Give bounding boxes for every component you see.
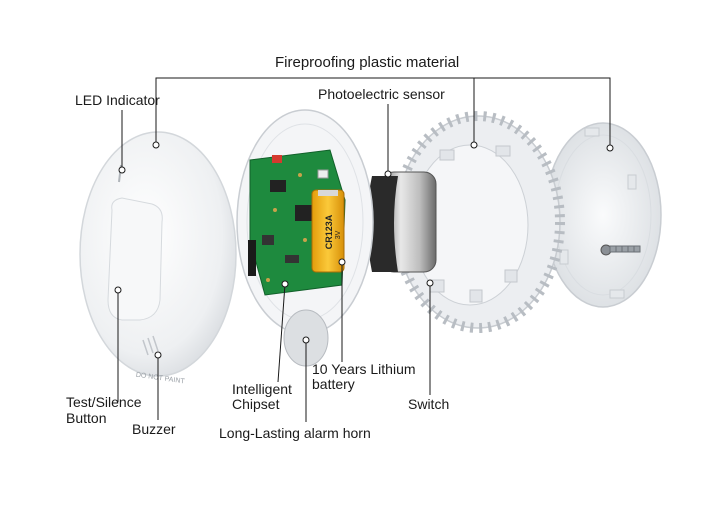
- label-photoelectric-sensor: Photoelectric sensor: [318, 86, 445, 102]
- label-10-years-lithium: 10 Years Lithium: [312, 361, 416, 377]
- label-chipset: Chipset: [232, 396, 280, 412]
- test-silence-button-shape: [107, 197, 163, 321]
- label-switch: Switch: [408, 396, 450, 412]
- mounting-screw: [600, 244, 641, 256]
- label-test-silence-button: Button: [66, 410, 107, 426]
- label-test-silence: Test/Silence: [66, 394, 142, 410]
- leader-dots: [114, 141, 614, 359]
- label-intelligent: Intelligent: [232, 381, 292, 397]
- leader-lines: [117, 77, 611, 422]
- photoelectric-sensor: [367, 171, 437, 273]
- chamber-cover: [391, 111, 565, 333]
- label-buzzer: Buzzer: [132, 421, 176, 437]
- lithium-battery: CR123A 3V: [311, 189, 345, 273]
- front-cover: DO NOT PAINT: [79, 131, 237, 385]
- label-led-indicator: LED Indicator: [75, 92, 160, 108]
- label-battery: battery: [312, 376, 355, 392]
- label-fireproofing: Fireproofing plastic material: [275, 54, 460, 71]
- label-alarm-horn: Long-Lasting alarm horn: [219, 425, 371, 441]
- battery-model-text: CR123A: [324, 214, 334, 249]
- base-plate: [544, 122, 662, 308]
- pcb-disc: CR123A 3V: [236, 109, 374, 367]
- battery-voltage-text: 3V: [335, 230, 342, 239]
